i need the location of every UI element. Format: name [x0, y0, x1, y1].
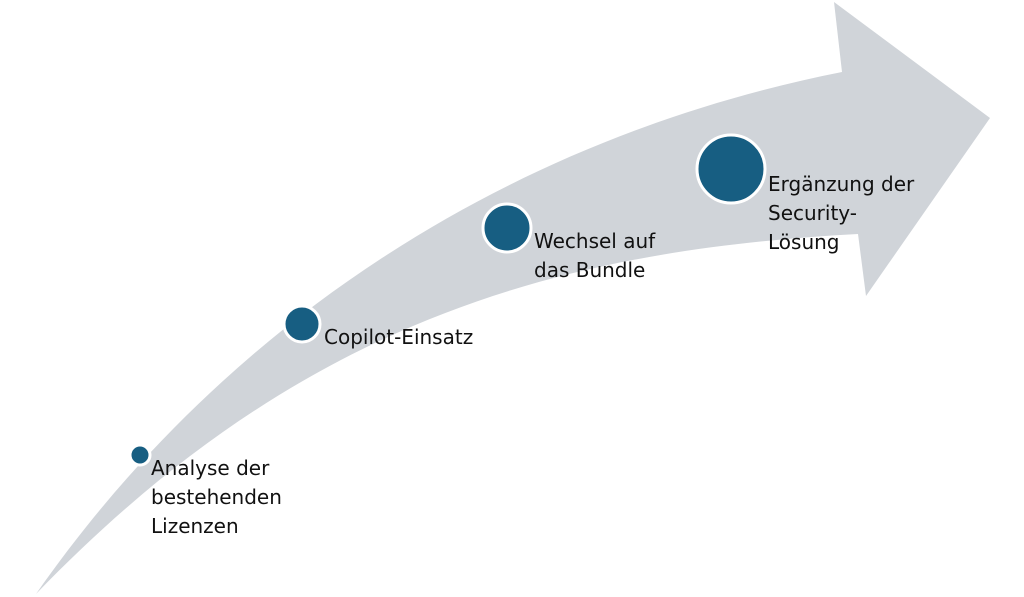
step-label-line: Ergänzung der	[768, 172, 915, 196]
step-label-line: Analyse der	[151, 456, 270, 480]
step-dot-security	[695, 133, 767, 205]
step-label-copilot: Copilot-Einsatz	[324, 323, 473, 352]
step-label-line: bestehenden	[151, 485, 282, 509]
step-label-line: das Bundle	[534, 258, 646, 282]
step-dot-copilot	[282, 304, 322, 344]
step-dot-wechsel	[481, 202, 533, 254]
step-label-line: Security-	[768, 201, 857, 225]
step-label-line: Wechsel auf	[534, 229, 656, 253]
step-label-line: Lizenzen	[151, 514, 239, 538]
step-label-line: Lösung	[768, 230, 840, 254]
step-label-security: Ergänzung der Security- Lösung	[768, 170, 914, 257]
step-label-line: Copilot-Einsatz	[324, 325, 474, 349]
step-label-analyse: Analyse der bestehenden Lizenzen	[151, 454, 282, 541]
step-label-wechsel: Wechsel auf das Bundle	[534, 227, 655, 285]
step-dot-analyse	[128, 443, 152, 467]
